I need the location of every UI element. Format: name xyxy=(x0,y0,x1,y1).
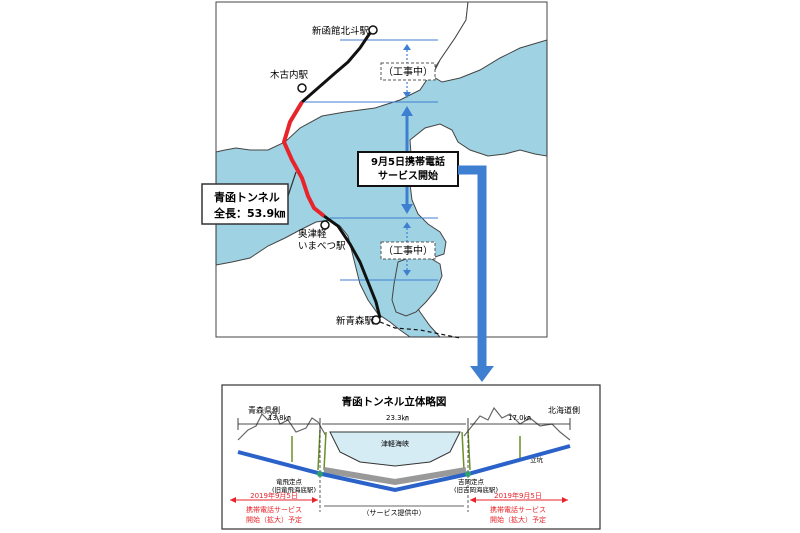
construction-box-bottom xyxy=(380,241,436,260)
station-shin-hakodate xyxy=(368,25,378,35)
tunnel-under-strait xyxy=(323,467,467,486)
tunnel-label-name: 青函トンネル xyxy=(214,190,280,204)
station-label-okutsugaru-2: いまべつ駅 xyxy=(298,241,346,252)
seikan-tunnel-route xyxy=(281,100,326,218)
left-station-label-1: 竜飛定点 xyxy=(276,477,303,486)
right-plan-line2: 携帯電話サービス xyxy=(490,505,546,514)
station-label-kikonai: 木古内駅 xyxy=(270,69,309,81)
pointer-arrowhead xyxy=(470,366,494,382)
aomori-side-label: 青森県側 xyxy=(248,405,280,415)
construction-label-top: （工事中） xyxy=(383,65,433,78)
station-kikonai xyxy=(297,83,307,93)
station-label-shin-hakodate: 新函館北斗駅 xyxy=(312,25,370,37)
strait-label: 津軽海峡 xyxy=(381,439,409,448)
left-plan-line1: 2019年9月5日 xyxy=(250,491,298,500)
tunnel-label-box xyxy=(201,183,289,225)
plan-arrowheads xyxy=(230,497,568,503)
right-station-label-1: 吉岡定点 xyxy=(458,477,485,486)
rail-future xyxy=(379,321,461,339)
left-length: 13.8㎞ xyxy=(268,414,291,422)
pointer-arrow xyxy=(458,165,487,370)
shaft-label: 立坑 xyxy=(530,455,544,464)
rail-line-south xyxy=(323,214,382,319)
guide-lines xyxy=(300,39,438,281)
left-plan-line3: 開始（拡大）予定 xyxy=(246,515,302,524)
construction-box-top xyxy=(380,62,436,81)
right-plan-line3: 開始（拡大）予定 xyxy=(490,515,546,524)
right-plan-line1: 2019年9月5日 xyxy=(494,491,542,500)
left-station-label-2: (旧竜飛海底駅) xyxy=(272,485,316,494)
rail-line-north xyxy=(301,29,374,104)
hokkaido-side-label: 北海道側 xyxy=(548,405,580,415)
center-length: 23.3㎞ xyxy=(386,414,409,422)
center-service-label: （サービス提供中） xyxy=(363,508,426,517)
station-label-okutsugaru-1: 奥津軽 xyxy=(298,228,327,240)
map-panel: （工事中） （工事中） 新函館北斗駅 木古内駅 奥津軽 いまべつ駅 新青森駅 青… xyxy=(201,1,548,339)
hokkaido-east-land xyxy=(431,1,548,83)
station-label-shin-aomori: 新青森駅 xyxy=(336,315,375,327)
service-start-line1: 9月5日携帯電話 xyxy=(371,155,445,168)
right-station-label-2: (旧吉岡海底駅) xyxy=(454,485,498,494)
strait-water xyxy=(329,431,461,467)
undersea-points xyxy=(317,471,471,477)
station-okutsugaru xyxy=(320,220,330,230)
construction-label-bottom: （工事中） xyxy=(383,244,433,257)
tunnel-label-length: 全長：53.9㎞ xyxy=(213,206,285,220)
section-panel: 青函トンネル立体略図 青森県側 北海道側 津軽海峡 13.8㎞ 23.3㎞ 17… xyxy=(221,384,601,530)
tunnel-label-pointer xyxy=(287,171,297,197)
section-title: 青函トンネル立体略図 xyxy=(342,395,447,408)
arrowheads xyxy=(401,44,413,276)
left-plan-line2: 携帯電話サービス xyxy=(246,505,302,514)
right-length: 17.0㎞ xyxy=(508,414,531,422)
service-start-line2: サービス開始 xyxy=(378,169,438,182)
station-shin-aomori xyxy=(371,315,381,325)
dimension-lines xyxy=(237,418,571,430)
support-shafts xyxy=(291,429,521,471)
tunnel-profile xyxy=(237,444,571,493)
